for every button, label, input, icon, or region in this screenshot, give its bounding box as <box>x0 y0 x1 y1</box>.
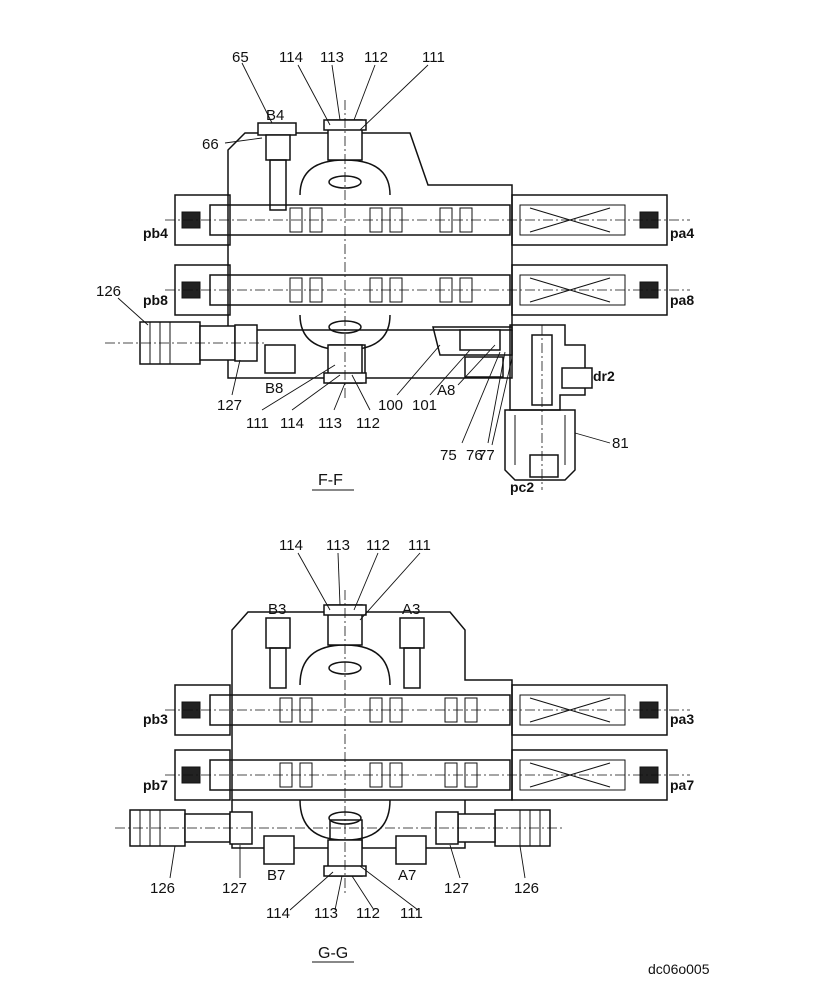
label-65: 65 <box>232 49 249 66</box>
label-126-right: 126 <box>514 880 539 897</box>
label-112-top: 112 <box>364 49 388 66</box>
section-caption-ff: F-F <box>318 472 343 489</box>
port-pb8: pb8 <box>143 292 168 308</box>
port-pa4: pa4 <box>670 225 694 241</box>
label-a7: A7 <box>398 867 416 884</box>
label-101: 101 <box>412 397 437 414</box>
label-111-top: 111 <box>408 537 431 554</box>
label-113-top: 113 <box>320 49 344 66</box>
label-111-bottom: 111 <box>400 905 423 922</box>
label-a3: A3 <box>402 601 420 618</box>
label-111-bottom: 111 <box>246 415 269 432</box>
section-gg-drawing <box>115 552 690 963</box>
label-114-top: 114 <box>279 49 303 66</box>
label-111-top: 111 <box>422 49 445 66</box>
label-112-top: 112 <box>366 537 390 554</box>
port-pa8: pa8 <box>670 292 694 308</box>
label-76: 76 <box>466 447 483 464</box>
drawing-code: dc06o005 <box>648 961 710 977</box>
label-77: 77 <box>478 447 495 464</box>
label-127-left: 127 <box>222 880 247 897</box>
section-caption-gg: G-G <box>318 945 348 962</box>
label-112-bottom: 112 <box>356 905 380 922</box>
port-pb3: pb3 <box>143 711 168 727</box>
label-75: 75 <box>440 447 457 464</box>
port-pa3: pa3 <box>670 711 694 727</box>
label-100: 100 <box>378 397 403 414</box>
label-b8: B8 <box>265 380 283 397</box>
label-126-left: 126 <box>150 880 175 897</box>
port-pa7: pa7 <box>670 777 694 793</box>
label-b3: B3 <box>268 601 286 618</box>
section-gg-labels: 114 113 112 111 B3 A3 pb3 pa3 pb7 pa7 12… <box>143 537 694 962</box>
label-112-bottom: 112 <box>356 415 380 432</box>
label-113-bottom: 113 <box>318 415 342 432</box>
label-113-top: 113 <box>326 537 350 554</box>
port-pc2: pc2 <box>510 479 534 495</box>
label-114-top: 114 <box>279 537 303 554</box>
section-ff-drawing <box>105 62 690 491</box>
label-127: 127 <box>217 397 242 414</box>
label-b4: B4 <box>266 107 284 124</box>
label-66: 66 <box>202 136 219 153</box>
label-a8: A8 <box>437 382 455 399</box>
label-114-bottom: 114 <box>266 905 290 922</box>
label-81: 81 <box>612 435 629 452</box>
label-126: 126 <box>96 283 121 300</box>
section-ff-labels: 65 66 B4 114 113 112 111 pb4 pa4 pb8 pa8… <box>96 49 694 495</box>
port-dr2: dr2 <box>593 368 615 384</box>
label-114-bottom: 114 <box>280 415 304 432</box>
port-pb7: pb7 <box>143 777 168 793</box>
port-pb4: pb4 <box>143 225 168 241</box>
label-127-right: 127 <box>444 880 469 897</box>
label-113-bottom: 113 <box>314 905 338 922</box>
label-b7: B7 <box>267 867 285 884</box>
